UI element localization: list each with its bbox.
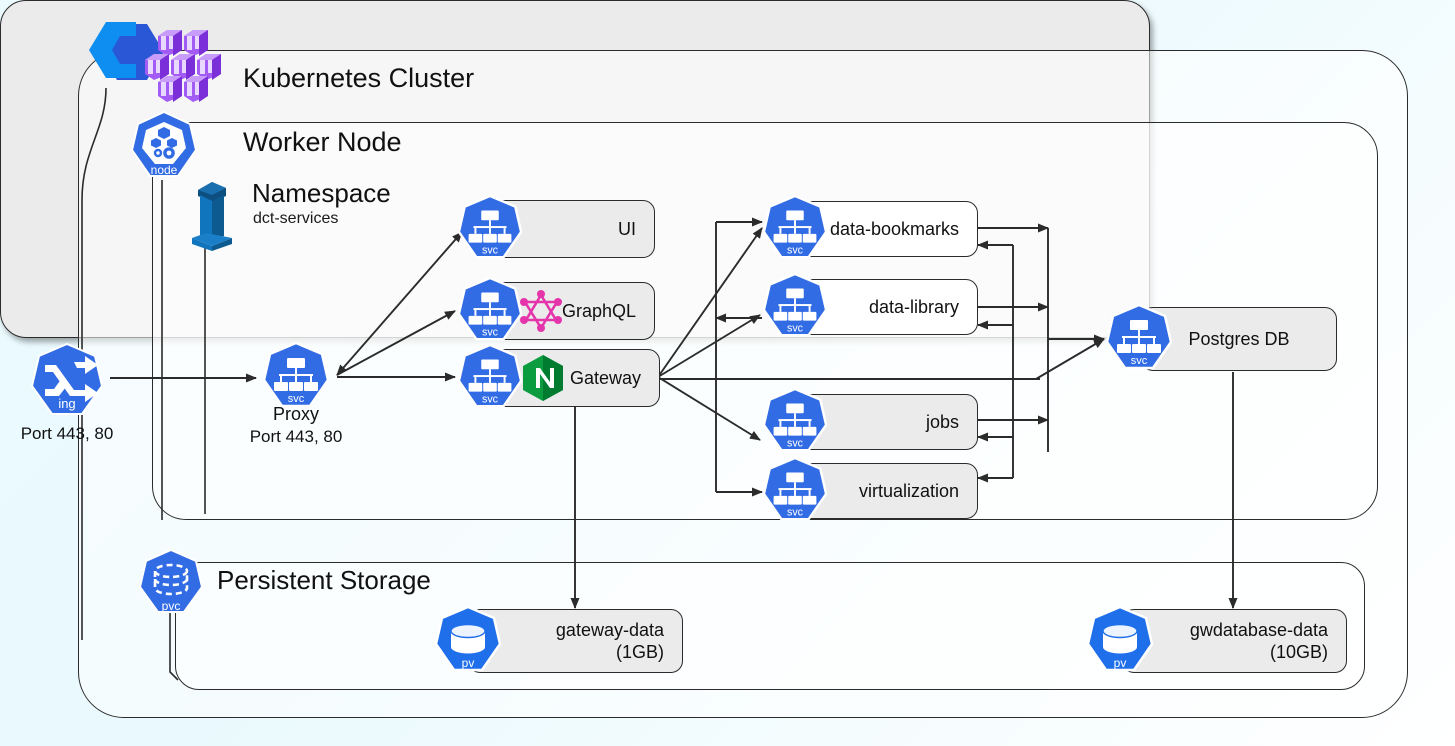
pvc-icon: pvc <box>136 548 206 618</box>
pvc-icon-label: pvc <box>162 599 181 613</box>
namespace-title: Namespace <box>252 178 391 208</box>
svg-text:svc: svc <box>1131 355 1148 367</box>
graphql-icon <box>516 286 566 336</box>
service-icon-postgres-db: svc <box>1103 303 1175 375</box>
svg-text:svc: svc <box>787 244 804 256</box>
service-label-postgres-db: Postgres DB <box>1188 328 1290 349</box>
node-icon-label: node <box>151 163 178 177</box>
svg-text:pv: pv <box>462 656 475 670</box>
ingress-icon: ing <box>28 342 106 420</box>
cluster-title: Kubernetes Cluster <box>243 63 475 93</box>
svg-text:svc: svc <box>288 393 305 405</box>
node-icon: node <box>128 110 200 182</box>
volume-label-gwdatabase-data: gwdatabase-data <box>1189 619 1328 640</box>
service-label-data-library: data-library <box>868 296 959 317</box>
volume-size-gateway-data: (1GB) <box>615 642 664 662</box>
namespace-subtitle: dct-services <box>253 210 339 227</box>
namespace-pillar-icon <box>186 178 242 252</box>
svg-text:svc: svc <box>482 244 499 256</box>
svg-text:svc: svc <box>787 322 804 334</box>
service-label-ui: UI <box>618 218 636 239</box>
volume-label-gateway-data: gateway-data <box>555 619 664 640</box>
worker-node-title: Worker Node <box>243 127 402 157</box>
service-label-data-bookmarks: data-bookmarks <box>829 218 959 239</box>
service-label-jobs: jobs <box>925 411 959 432</box>
service-icon-virtualization: svc <box>760 455 830 527</box>
ingress-ports-label: Port 443, 80 <box>20 424 114 443</box>
ingress-icon-label: ing <box>58 396 75 411</box>
service-label-virtualization: virtualization <box>858 480 959 501</box>
service-icon-jobs: svc <box>760 386 830 458</box>
service-label-gateway: Gateway <box>569 367 641 388</box>
service-icon-data-bookmarks: svc <box>760 193 830 265</box>
volume-size-gwdatabase-data: (10GB) <box>1269 642 1328 662</box>
proxy-service-icon: svc <box>260 341 332 413</box>
svg-text:svc: svc <box>787 506 804 518</box>
svg-text:svc: svc <box>787 437 804 449</box>
service-icon-graphql: svc <box>455 275 525 347</box>
service-icon-ui: svc <box>455 193 525 265</box>
svg-text:svc: svc <box>482 326 499 338</box>
pv-icon-gateway-data: pv <box>432 605 504 677</box>
proxy-ports-label: Port 443, 80 <box>249 427 343 446</box>
svg-text:svc: svc <box>482 393 499 405</box>
proxy-label: Proxy <box>272 404 319 424</box>
svg-text:pv: pv <box>1114 656 1127 670</box>
kubernetes-cluster-icon: K <box>72 18 221 102</box>
service-icon-data-library: svc <box>760 271 830 343</box>
service-icon-gateway: svc <box>455 342 525 414</box>
service-label-graphql: GraphQL <box>561 300 636 321</box>
nginx-icon <box>519 353 567 403</box>
pv-icon-gwdatabase-data: pv <box>1084 605 1156 677</box>
persistent-storage-title: Persistent Storage <box>217 565 431 595</box>
